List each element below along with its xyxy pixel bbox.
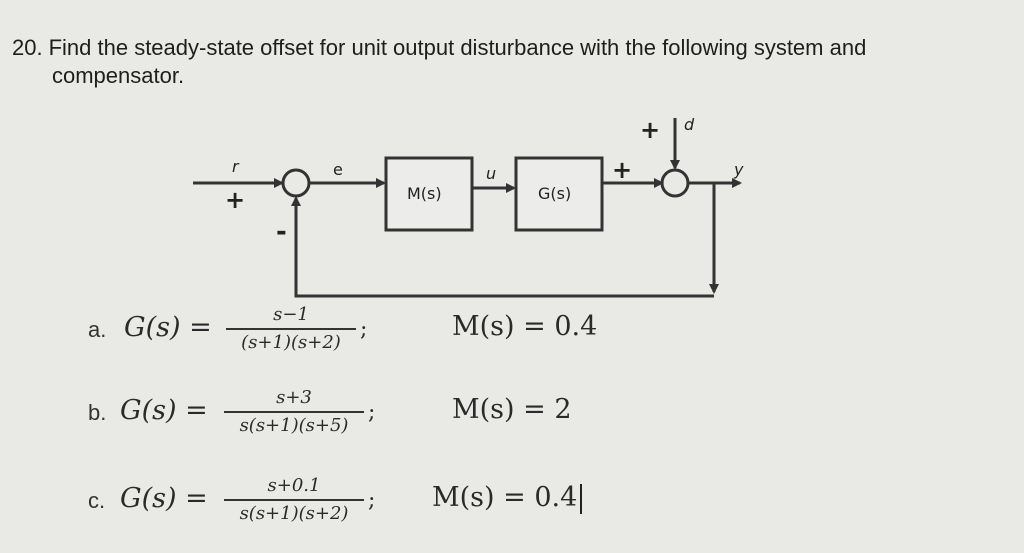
option-letter: b. — [88, 400, 107, 425]
block-m — [384, 156, 474, 232]
g-numerator: s+3 — [276, 387, 312, 408]
separator: ; — [360, 317, 368, 342]
label-d: d — [684, 115, 695, 134]
summing-junction-2 — [660, 168, 690, 198]
feedback-path — [291, 196, 714, 298]
g-denominator: s(s+1)(s+5) — [239, 415, 349, 436]
block-g — [514, 156, 604, 232]
question-text: 20.Find the steady-state offset for unit… — [12, 34, 972, 90]
g-denominator: s(s+1)(s+2) — [239, 503, 349, 524]
m-expression: M(s) = 0.4 — [432, 482, 578, 513]
option-letter: c. — [88, 488, 106, 513]
label-r: r — [232, 157, 240, 176]
option-a: a. G(s) = s−1 (s+1)(s+2) ; M(s) = 0.4 — [88, 303, 648, 365]
g-expression: G(s) = — [120, 395, 208, 426]
option-c: c. G(s) = s+0.1 s(s+1)(s+2) ; M(s) = 0.4 — [88, 472, 648, 532]
question-line-2: compensator. — [52, 63, 185, 88]
label-y: y — [733, 160, 744, 179]
question-line-1: Find the steady-state offset for unit ou… — [48, 35, 867, 60]
g-fraction: s−1 (s+1)(s+2) — [226, 303, 356, 355]
label-minus-fb: - — [276, 217, 287, 247]
label-plus-d: + — [640, 116, 660, 144]
question-number: 20. — [12, 35, 43, 60]
label-plus-r: + — [225, 186, 245, 214]
g-numerator: s−1 — [273, 304, 309, 325]
summing-junction-1 — [281, 168, 311, 198]
fraction-bar — [224, 411, 364, 413]
option-letter: a. — [88, 317, 107, 342]
block-g-label: G(s) — [538, 184, 571, 203]
label-plus-g: + — [612, 156, 632, 184]
m-expression: M(s) = 0.4 — [452, 311, 598, 342]
g-expression: G(s) = — [120, 483, 208, 514]
separator: ; — [368, 400, 376, 425]
m-expression-wrap: M(s) = 0.4 — [432, 482, 583, 514]
option-b: b. G(s) = s+3 s(s+1)(s+5) ; M(s) = 2 — [88, 386, 648, 446]
g-expression: G(s) = — [124, 312, 212, 343]
g-denominator: (s+1)(s+2) — [241, 332, 341, 353]
separator: ; — [368, 488, 376, 513]
g-fraction: s+3 s(s+1)(s+5) — [224, 386, 364, 438]
fraction-bar — [224, 499, 364, 501]
m-expression: M(s) = 2 — [452, 394, 572, 425]
g-numerator: s+0.1 — [267, 475, 321, 496]
label-u: u — [486, 164, 496, 183]
g-fraction: s+0.1 s(s+1)(s+2) — [224, 474, 364, 526]
block-m-label: M(s) — [407, 184, 442, 203]
fraction-bar — [226, 328, 356, 330]
label-e: e — [333, 160, 343, 179]
text-cursor — [580, 483, 583, 514]
